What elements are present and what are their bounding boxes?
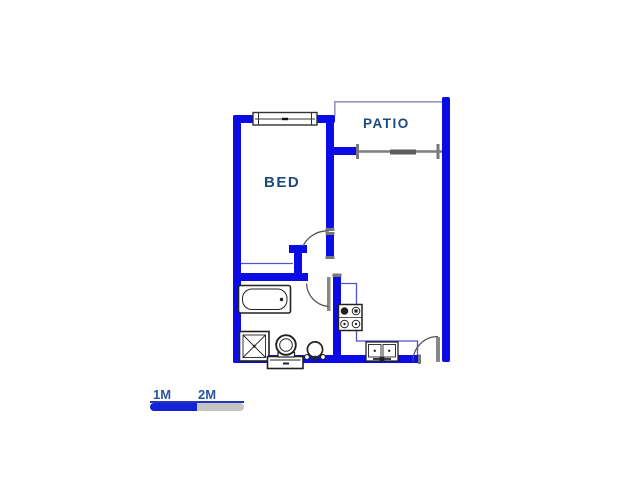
patio-outline	[334, 101, 443, 116]
entry-door	[412, 335, 440, 362]
bathroom-door	[305, 277, 331, 311]
scale-bar-blue-segment	[150, 403, 197, 411]
patio-room-label: PATIO	[363, 116, 410, 131]
stove	[337, 303, 363, 332]
scale-bar-gray-segment	[197, 403, 244, 411]
hand-basin	[304, 341, 326, 363]
bathtub	[237, 284, 292, 314]
railing	[359, 149, 442, 155]
toilet	[266, 334, 304, 370]
scale-bar	[150, 401, 244, 412]
shower	[238, 330, 270, 362]
kitchen-sink	[365, 341, 399, 362]
scale-label-2m: 2M	[198, 387, 217, 402]
scale-label-1m: 1M	[153, 387, 172, 402]
kitchen-counter	[241, 262, 419, 355]
bed-door	[302, 230, 330, 247]
bed-room-label: BED	[264, 174, 301, 191]
window	[252, 111, 318, 126]
